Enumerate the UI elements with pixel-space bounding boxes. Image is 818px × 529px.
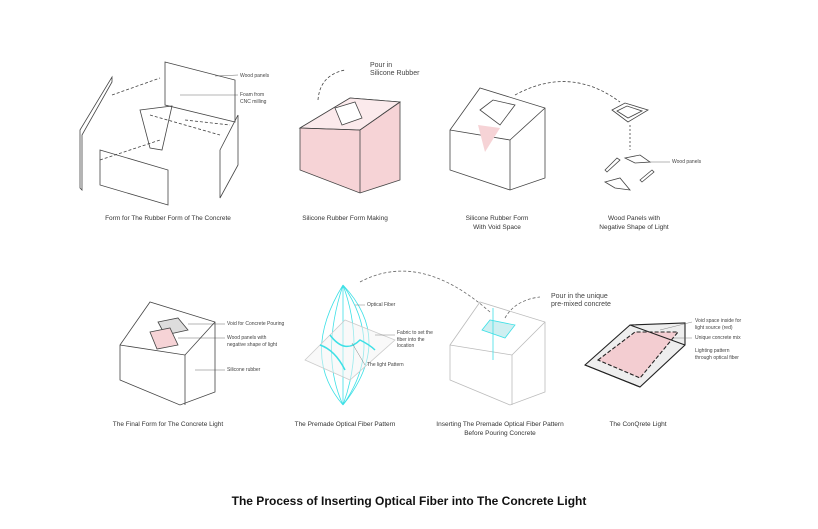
caption-line-2: Before Pouring Concrete (464, 430, 536, 437)
label-line: Pour in (370, 62, 393, 69)
caption-step-2: Silicone Rubber Form Making (302, 215, 388, 222)
label-line: Pour in the unique (551, 293, 608, 300)
label-line: through optical fiber (695, 354, 739, 361)
final-form-drawing (119, 301, 225, 406)
silicone-void-form-drawing (449, 81, 621, 191)
caption-line-1: Inserting The Premade Optical Fiber Patt… (436, 421, 564, 428)
label-line: negative shape of light (227, 341, 278, 348)
label-line: Wood panels with (227, 335, 267, 341)
optical-fiber-drawing (304, 284, 396, 406)
wood-panels-drawing (603, 102, 670, 191)
label-wood-panels: Wood panels (240, 73, 270, 79)
label-void-concrete: Void for Concrete Pouring (227, 321, 285, 327)
caption-step-6: The Premade Optical Fiber Pattern (294, 421, 396, 428)
conqrete-light-drawing (583, 321, 693, 388)
label-wood-panels-2: Wood panels (672, 159, 702, 165)
label-line: Void space inside for (695, 318, 742, 324)
caption-line-2: Negative Shape of Light (599, 224, 669, 231)
caption-step-8: The ConQrete Light (609, 421, 667, 428)
caption-line-1: Silicone Rubber Form (465, 215, 529, 222)
label-line: fiber into the (397, 336, 425, 343)
caption-step-5: The Final Form for The Concrete Light (112, 421, 224, 428)
label-line: light source (red) (695, 324, 733, 331)
diagram-title: The Process of Inserting Optical Fiber i… (231, 494, 587, 508)
label-line: pre-mixed concrete (551, 301, 611, 308)
caption-line-2: With Void Space (473, 224, 521, 231)
label-line: Silicone Rubber (370, 70, 420, 77)
label-line: Lighting pattern (695, 348, 730, 354)
silicone-rubber-form-drawing (298, 69, 402, 194)
caption-step-7: Inserting The Premade Optical Fiber Patt… (400, 420, 600, 438)
exploded-form-drawing (79, 61, 239, 206)
label-silicone-rubber: Silicone rubber (227, 367, 261, 373)
label-light-pattern: The light Pattern (367, 362, 404, 368)
insert-fiber-drawing (359, 270, 546, 406)
label-optical-fiber: Optical Fiber (367, 302, 396, 308)
caption-step-1: Form for The Rubber Form of The Concrete (105, 215, 231, 222)
label-line: Fabric to set the (397, 330, 433, 336)
label-line: location (397, 343, 415, 349)
label-line: Foam from (240, 92, 265, 98)
label-concrete-mix: Unique concrete mix (695, 335, 741, 341)
label-line: CNC milling (240, 98, 267, 105)
caption-line-1: Wood Panels with (608, 215, 660, 222)
